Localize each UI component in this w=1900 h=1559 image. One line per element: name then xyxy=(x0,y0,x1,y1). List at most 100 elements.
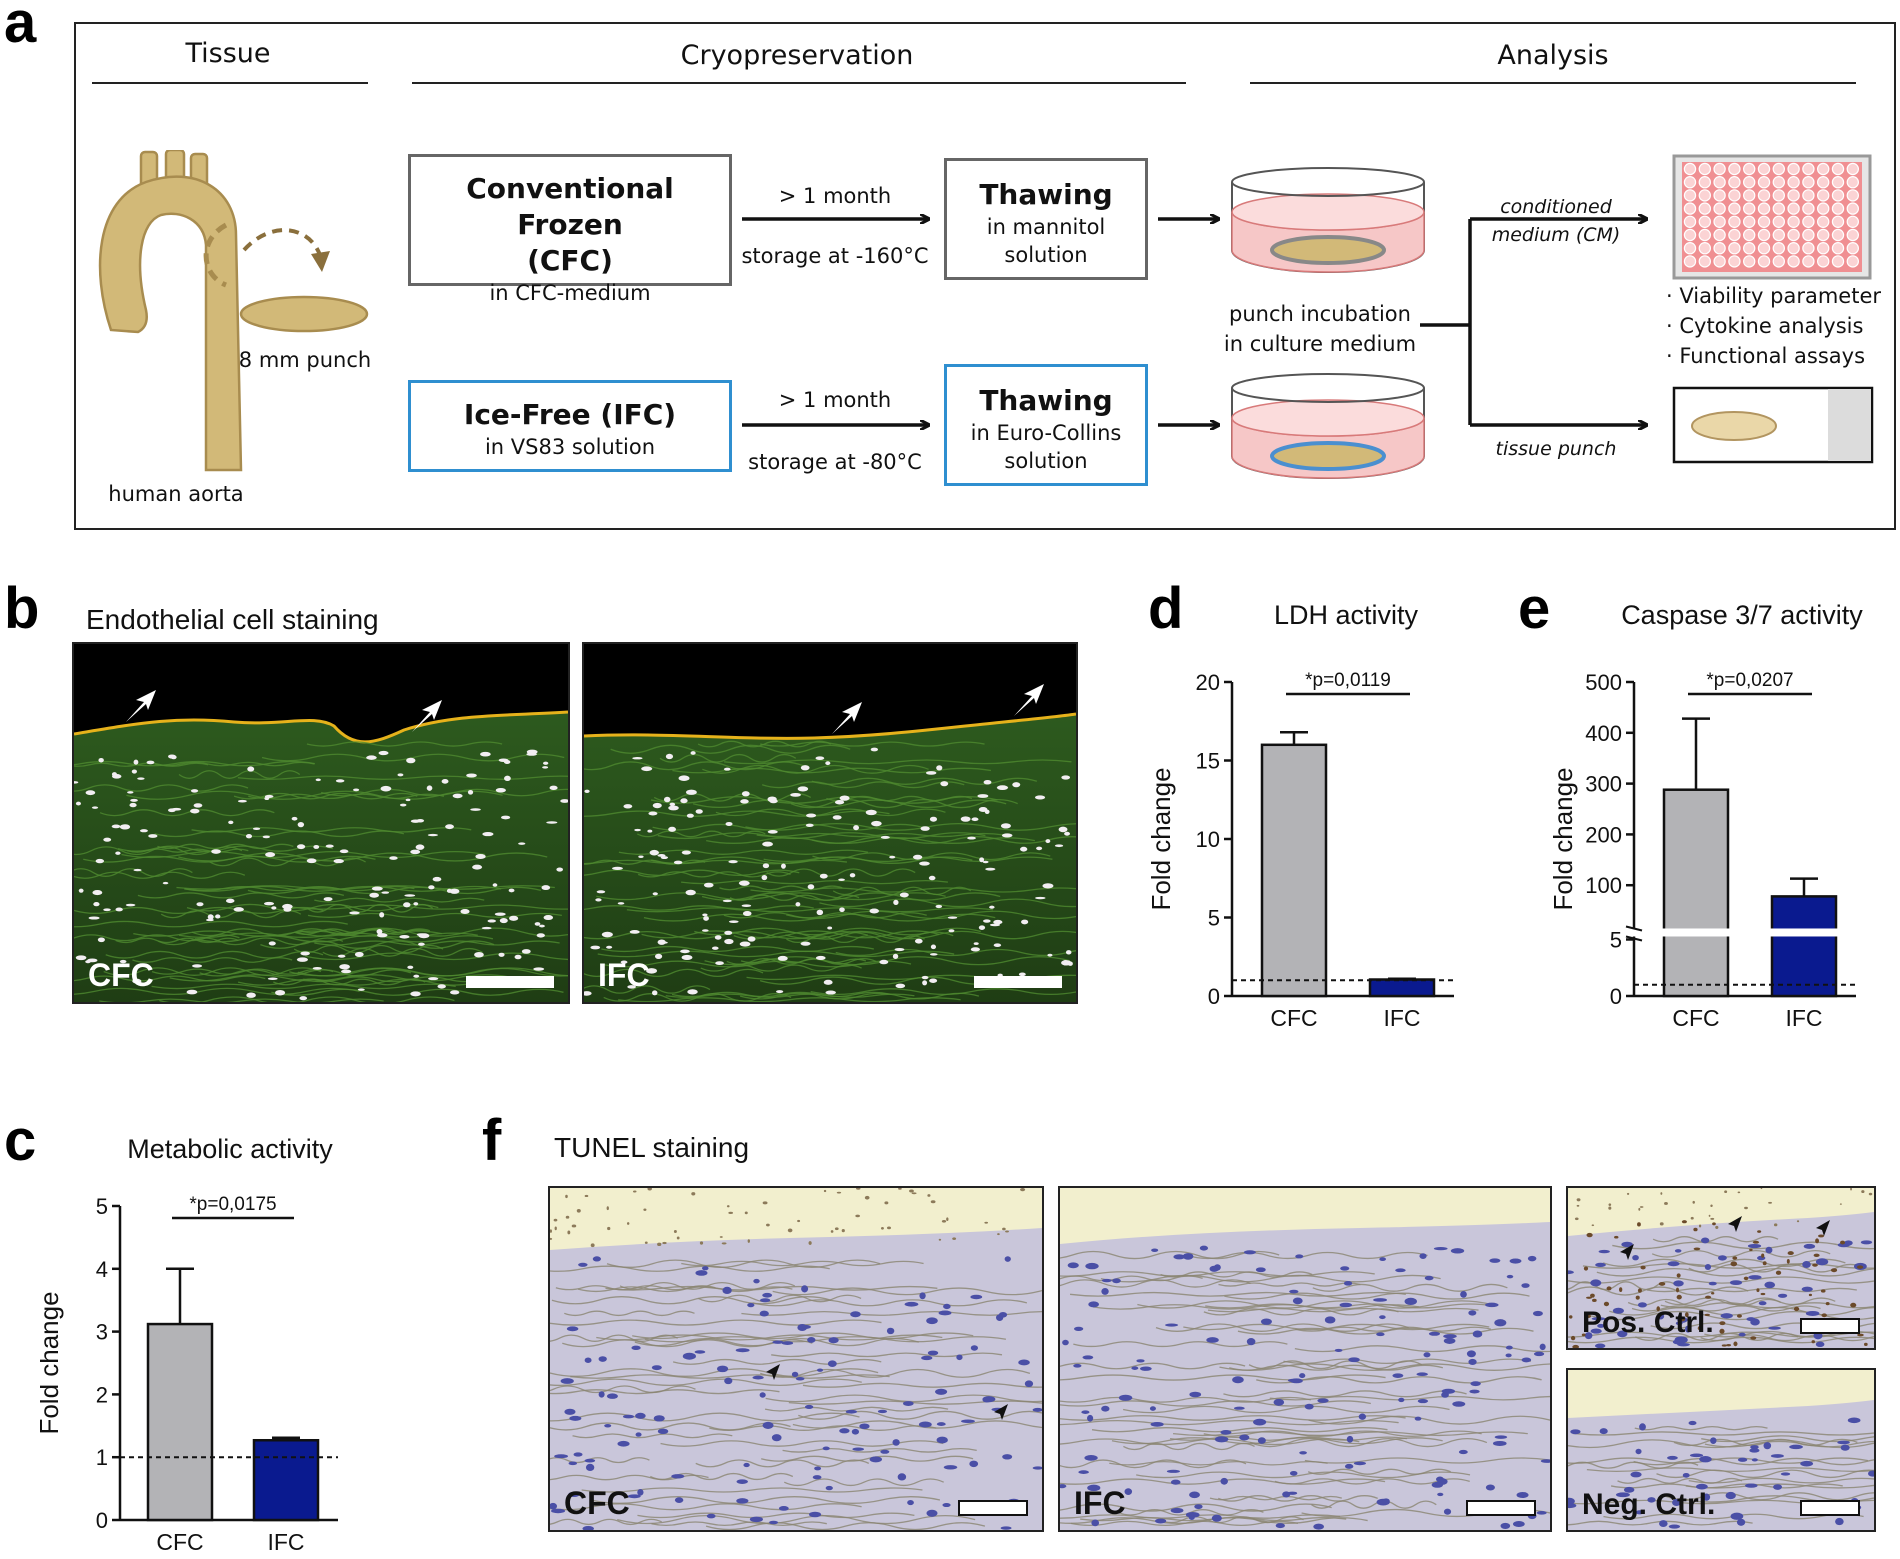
workflow-arrows xyxy=(742,0,1900,530)
cfc-method-box: Conventional Frozen (CFC) in CFC-medium xyxy=(408,154,732,305)
y-axis-label: Fold change xyxy=(40,1291,64,1434)
incubation-line2: in culture medium xyxy=(1223,332,1417,356)
well xyxy=(1728,215,1741,229)
well xyxy=(1698,189,1711,202)
well xyxy=(1742,189,1756,202)
bar-cfc xyxy=(1260,743,1328,998)
p-value-annotation: *p=0,0175 xyxy=(189,1194,276,1215)
tunel-cfc-tissue xyxy=(550,1188,1042,1530)
tunel-ifc-tissue xyxy=(1060,1222,1550,1530)
well xyxy=(1772,215,1786,229)
y-tick-label: 10 xyxy=(1196,827,1220,852)
header-tissue: Tissue xyxy=(185,38,271,69)
y-axis-label: Fold change xyxy=(1548,767,1578,910)
well-plate xyxy=(1672,154,1872,280)
incubation-line1: punch incubation xyxy=(1229,302,1411,326)
x-tick-label: CFC xyxy=(1672,1005,1719,1031)
well xyxy=(1683,162,1697,176)
well xyxy=(1787,202,1800,215)
tunel-neg-tissue xyxy=(1568,1400,1874,1530)
ifc-storage-duration: > 1 month xyxy=(778,388,892,412)
tunel-image-ifc: IFC xyxy=(1058,1186,1552,1532)
well xyxy=(1757,189,1771,202)
well xyxy=(1831,215,1845,229)
thaw-cfc-line1: in mannitol xyxy=(986,215,1106,239)
well xyxy=(1713,189,1726,202)
thaw-ifc-box: Thawing in Euro-Collins solution xyxy=(944,364,1148,486)
y-tick-label: 0 xyxy=(96,1508,108,1533)
well xyxy=(1713,241,1726,255)
well xyxy=(1846,162,1859,176)
tunel-image-pos-ctrl: Pos. Ctrl. xyxy=(1566,1186,1876,1350)
header-cryopreservation: Cryopreservation xyxy=(680,40,914,71)
well xyxy=(1787,255,1800,268)
well xyxy=(1698,162,1711,176)
p-value-annotation: *p=0,0119 xyxy=(1305,670,1391,691)
well xyxy=(1728,255,1741,268)
y-tick-label: 3 xyxy=(96,1320,108,1345)
well xyxy=(1713,255,1726,268)
panel-letter-b: b xyxy=(4,576,40,641)
culture-dish-ifc xyxy=(1231,373,1425,479)
y-tick-label: 500 xyxy=(1585,670,1622,695)
y-tick-label: 20 xyxy=(1196,670,1220,695)
tunel-image-neg-ctrl: Neg. Ctrl. xyxy=(1566,1368,1876,1532)
chart-title: Metabolic activity xyxy=(127,1134,333,1164)
bar-ifc xyxy=(1770,895,1838,998)
scale-bar xyxy=(1466,1500,1536,1516)
panel-letter-a: a xyxy=(4,0,37,55)
aorta-label: human aorta xyxy=(108,482,244,506)
chart-title: Caspase 3/7 activity xyxy=(1621,600,1863,630)
well xyxy=(1816,189,1830,202)
y-tick-label: 0 xyxy=(1208,984,1220,1009)
thaw-ifc-title: Thawing xyxy=(979,384,1113,417)
y-tick-label: 400 xyxy=(1585,721,1622,746)
tunel-image-cfc: CFC xyxy=(548,1186,1044,1532)
well xyxy=(1772,228,1786,242)
well xyxy=(1787,162,1800,176)
well xyxy=(1728,189,1741,202)
well xyxy=(1772,241,1786,255)
well xyxy=(1683,255,1697,268)
well xyxy=(1787,176,1800,189)
well xyxy=(1816,255,1830,268)
well xyxy=(1757,162,1771,176)
well xyxy=(1713,202,1726,215)
well xyxy=(1787,215,1800,229)
tunel-pos-label: Pos. Ctrl. xyxy=(1582,1306,1714,1339)
well xyxy=(1816,228,1830,242)
well xyxy=(1757,215,1771,229)
scale-bar xyxy=(1800,1500,1860,1516)
well xyxy=(1742,228,1756,242)
cfc-box-abbrev: (CFC) xyxy=(527,244,613,277)
tissue-slide xyxy=(1672,386,1874,464)
well xyxy=(1683,189,1697,202)
scale-bar xyxy=(958,1500,1028,1516)
culture-dish-cfc xyxy=(1231,167,1425,273)
p-value-annotation: *p=0,0207 xyxy=(1706,670,1793,691)
y-tick-label: 5 xyxy=(96,1194,108,1219)
ifc-box-medium: in VS83 solution xyxy=(484,435,656,459)
y-tick-label: 300 xyxy=(1585,772,1622,797)
punch-label: 8 mm punch xyxy=(238,348,372,372)
thaw-ifc-line2: solution xyxy=(1004,449,1088,473)
well xyxy=(1787,241,1800,255)
well xyxy=(1742,202,1756,215)
well xyxy=(1772,255,1786,268)
well xyxy=(1683,202,1697,215)
well xyxy=(1683,241,1697,255)
x-tick-label: CFC xyxy=(156,1529,203,1555)
panel-letter-d: d xyxy=(1148,576,1184,641)
well xyxy=(1831,241,1845,255)
well xyxy=(1713,162,1726,176)
header-cryo-rule xyxy=(412,82,1186,84)
endothelial-cfc-tissue xyxy=(74,690,568,1002)
well xyxy=(1802,189,1815,202)
y-tick-label: 0 xyxy=(1610,984,1622,1009)
tunel-pos-tissue xyxy=(1568,1188,1874,1348)
well xyxy=(1831,162,1845,176)
well xyxy=(1698,241,1711,255)
well xyxy=(1772,189,1786,202)
well xyxy=(1683,228,1697,242)
